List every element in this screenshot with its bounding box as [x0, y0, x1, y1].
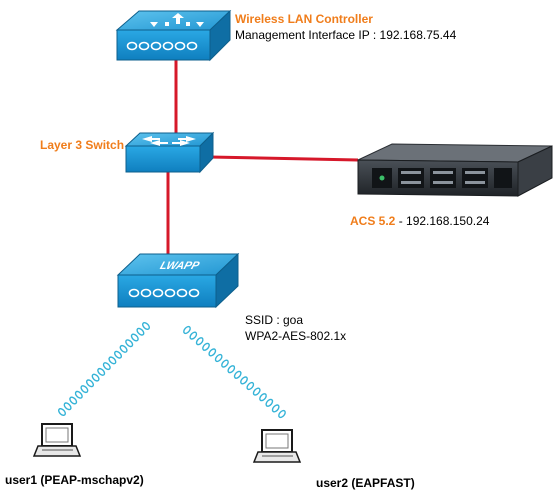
acs-name: ACS 5.2 — [350, 214, 396, 228]
wlc-title: Wireless LAN Controller — [235, 12, 373, 26]
links — [166, 58, 359, 258]
wlc-mgmt-ip: Management Interface IP : 192.168.75.44 — [235, 28, 457, 42]
user2-label: user2 (EAPFAST) — [316, 476, 415, 490]
wireless-signals — [57, 322, 286, 419]
ap-ssid: SSID : goa — [245, 313, 304, 327]
switch-title: Layer 3 Switch — [40, 138, 125, 152]
wireless-signal-user1 — [57, 322, 151, 416]
laptop-icon — [32, 423, 82, 457]
laptop-icon — [252, 429, 302, 463]
acs-ip: - 192.168.150.24 — [395, 214, 490, 228]
wireless-signal-user2 — [183, 325, 286, 419]
acs-label: ACS 5.2 - 192.168.150.24 — [350, 214, 489, 228]
svg-text:LWAPP: LWAPP — [158, 260, 201, 272]
user1-label: user1 (PEAP-mschapv2) — [5, 473, 144, 487]
switch-acs-link — [209, 155, 359, 162]
server-icon — [357, 143, 553, 197]
switch-icon — [124, 131, 215, 174]
access-point-icon: LWAPP — [116, 252, 240, 309]
ap-security: WPA2-AES-802.1x — [245, 329, 347, 343]
wlc-icon — [115, 9, 232, 62]
